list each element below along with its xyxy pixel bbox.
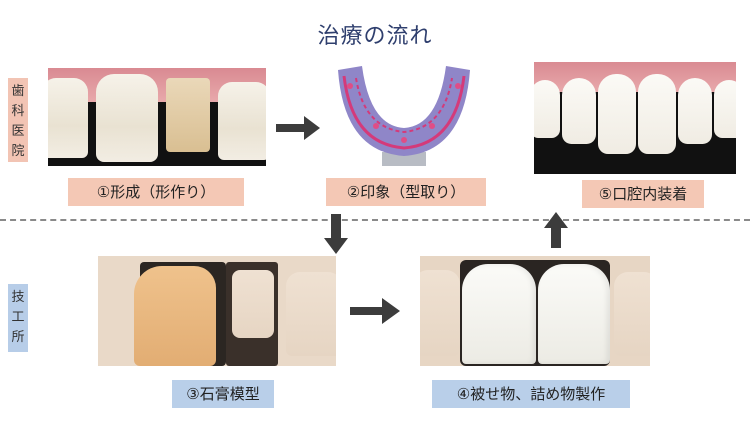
dental-clinic-label: 歯 科 医 院	[8, 78, 28, 162]
step4-caption: ④被せ物、詰め物製作	[432, 380, 630, 408]
step1-caption: ①形成（形作り）	[68, 178, 244, 206]
step4-crowns-photo	[420, 256, 650, 366]
label-char: 所	[11, 330, 25, 345]
arrow-right-icon	[276, 116, 320, 140]
label-char: 医	[11, 124, 25, 139]
step3-model-photo	[98, 256, 336, 366]
arrow-right-icon	[350, 298, 400, 324]
label-char: 科	[11, 104, 25, 119]
step3-caption: ③石膏模型	[172, 380, 274, 408]
step5-caption: ⑤口腔内装着	[582, 180, 704, 208]
step1-prep-photo	[48, 68, 266, 166]
label-char: 工	[11, 310, 25, 325]
step2-caption: ②印象（型取り）	[326, 178, 486, 206]
label-char: 院	[11, 144, 25, 159]
dental-lab-label: 技 工 所	[8, 284, 28, 352]
label-char: 技	[11, 290, 25, 305]
diagram-title: 治療の流れ	[317, 24, 433, 49]
impression-tray-icon	[338, 66, 470, 166]
section-divider	[0, 219, 750, 221]
step2-impression-photo	[330, 56, 478, 174]
arrow-down-icon	[324, 214, 348, 254]
arrow-up-icon	[544, 212, 568, 248]
step5-placed-photo	[534, 62, 736, 174]
label-char: 歯	[11, 84, 25, 99]
